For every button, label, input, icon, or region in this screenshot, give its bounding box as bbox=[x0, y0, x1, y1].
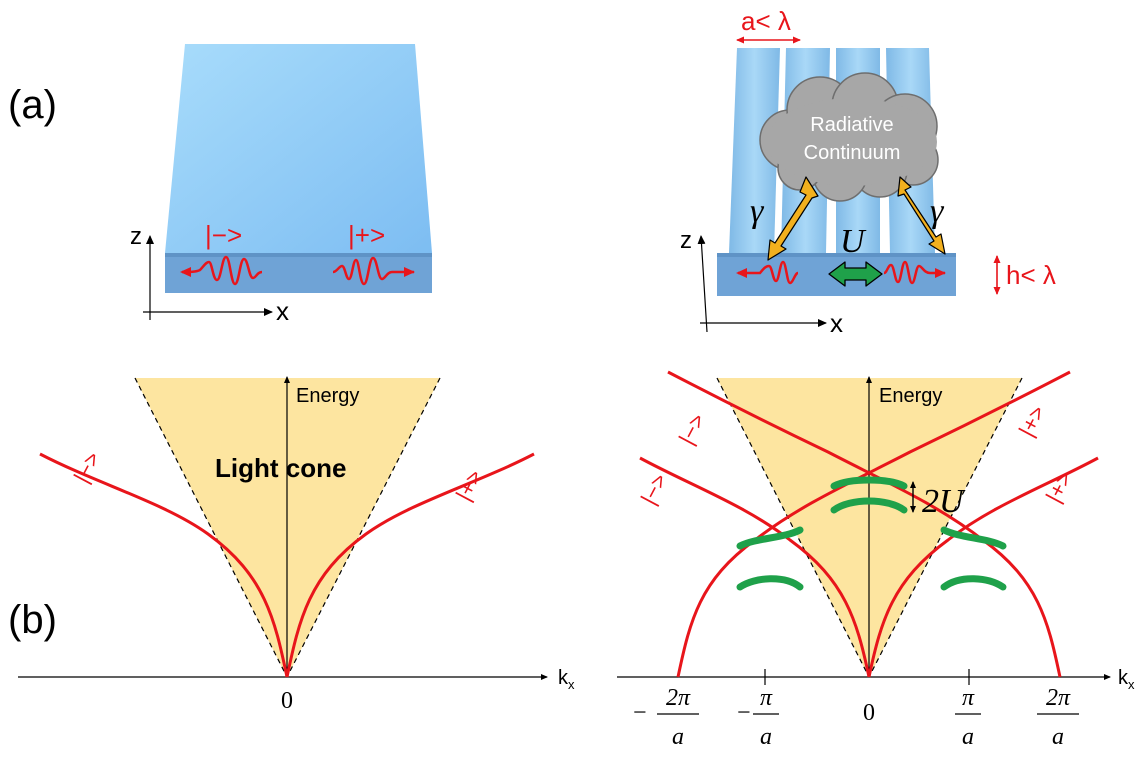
light-line-right bbox=[286, 377, 441, 678]
gap-label: 2U bbox=[922, 483, 966, 520]
grating-wave-plus bbox=[883, 260, 946, 285]
svg-text:a: a bbox=[672, 724, 684, 750]
gap-left-top bbox=[736, 526, 804, 550]
light-line-left bbox=[134, 377, 288, 678]
slab-x-label: x bbox=[276, 296, 289, 326]
slab-z-label: z bbox=[130, 223, 142, 250]
gap-left-bottom bbox=[736, 575, 804, 591]
slab-mode-plus-wave bbox=[332, 256, 415, 286]
right-dispersion-plot bbox=[617, 370, 1111, 685]
cloud-label-line1: Radiative bbox=[810, 114, 893, 136]
gap-right-top bbox=[940, 526, 1007, 550]
grating-z-label: z bbox=[680, 227, 692, 254]
svg-text:π: π bbox=[760, 685, 773, 711]
grating-axes bbox=[697, 235, 827, 333]
radiative-continuum-cloud bbox=[759, 72, 939, 202]
left-branch-plus bbox=[285, 452, 535, 678]
grating-wave-minus bbox=[736, 260, 799, 285]
slab-mode-minus-wave bbox=[180, 255, 263, 286]
gamma-right-label: γ bbox=[930, 193, 945, 230]
gamma-left-label: γ bbox=[750, 193, 765, 230]
left-branch-minus bbox=[39, 452, 289, 678]
left-branch-plus-label: |+> bbox=[451, 465, 488, 504]
grating-z-axis bbox=[697, 235, 708, 333]
svg-text:a: a bbox=[962, 724, 974, 750]
right-energy-label: Energy bbox=[879, 385, 942, 407]
left-origin-label: 0 bbox=[281, 688, 293, 714]
period-label: a< λ bbox=[741, 6, 791, 36]
gap-upper-top bbox=[830, 476, 908, 490]
height-label: h< λ bbox=[1006, 260, 1056, 290]
gap-right-bottom bbox=[940, 575, 1007, 591]
gamma-arrow-right bbox=[897, 176, 946, 255]
svg-text:0: 0 bbox=[863, 700, 875, 726]
left-energy-label: Energy bbox=[296, 385, 359, 407]
uniform-slab bbox=[165, 44, 432, 293]
wave-plus bbox=[332, 256, 415, 286]
svg-text:a: a bbox=[1052, 724, 1064, 750]
svg-text:−: − bbox=[633, 700, 647, 726]
wave-minus bbox=[180, 255, 263, 286]
left-k-label: kx bbox=[558, 667, 575, 692]
coupling-arrow bbox=[828, 261, 883, 287]
panel-a-label: (a) bbox=[8, 83, 57, 127]
left-dispersion-plot bbox=[18, 376, 548, 680]
right-branch-minus-lower-label: |−> bbox=[636, 469, 673, 508]
svg-text:π: π bbox=[962, 685, 975, 711]
slab-mode-plus-label: |+> bbox=[348, 220, 385, 250]
light-cone-label: Light cone bbox=[215, 453, 346, 483]
tick-pos-pi: π a bbox=[955, 685, 981, 750]
tick-neg-2pi: − 2π a bbox=[633, 685, 699, 750]
grating-bar-1 bbox=[729, 48, 780, 253]
right-branch-plus-upper-label: |+> bbox=[1014, 401, 1051, 440]
svg-text:2π: 2π bbox=[666, 685, 691, 711]
cloud-label-line2: Continuum bbox=[804, 142, 901, 164]
tick-pos-2pi: 2π a bbox=[1037, 685, 1079, 750]
slab-axes bbox=[143, 235, 273, 320]
right-branch-minus-upper-label: |−> bbox=[674, 409, 711, 448]
band-gaps bbox=[736, 476, 1007, 591]
coupling-label: U bbox=[840, 223, 867, 260]
svg-text:2π: 2π bbox=[1046, 685, 1071, 711]
tick-zero: 0 bbox=[863, 700, 875, 726]
tick-neg-pi: − π a bbox=[737, 685, 779, 750]
panel-b-label: (b) bbox=[8, 598, 57, 642]
slab-mode-minus-label: |−> bbox=[205, 220, 242, 250]
right-k-label: kx bbox=[1118, 667, 1135, 692]
svg-text:−: − bbox=[737, 700, 751, 726]
slab-top-face bbox=[165, 44, 432, 253]
gap-upper-bottom bbox=[830, 497, 908, 514]
grating-x-label: x bbox=[830, 308, 843, 338]
right-branch-plus-lower-label: |+> bbox=[1041, 467, 1078, 506]
svg-text:a: a bbox=[760, 724, 772, 750]
gamma-arrow-left bbox=[767, 176, 819, 261]
